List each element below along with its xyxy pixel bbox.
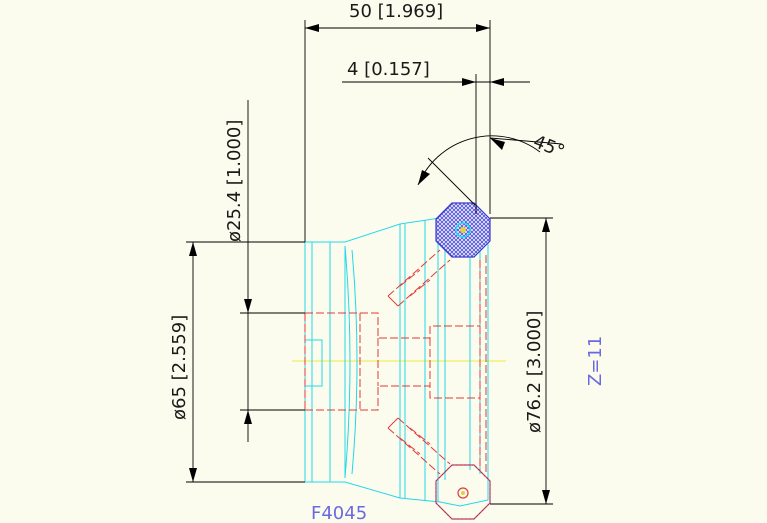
bore-hidden-lines <box>304 255 487 475</box>
dim-cutter-diameter: ø76.2 [3.000] <box>490 217 553 505</box>
dim-flange-width: 4 [0.157] <box>342 59 530 214</box>
dim-total-length-text: 50 [1.969] <box>349 1 443 22</box>
dim-bore-diameter: ø25.4 [1.000] <box>224 100 305 442</box>
dim-total-length: 50 [1.969] <box>304 1 491 242</box>
dim-hub-diameter: ø65 [2.559] <box>169 241 305 483</box>
part-number-label: F4045 <box>311 503 367 523</box>
dim-cutter-diameter-text: ø76.2 [3.000] <box>524 311 545 433</box>
dim-flange-width-text: 4 [0.157] <box>347 59 430 80</box>
dim-hub-diameter-text: ø65 [2.559] <box>169 315 190 420</box>
dim-angle-text: 45° <box>530 131 567 162</box>
cutter-body-outline <box>304 213 489 507</box>
clamp-screw-bottom <box>387 417 451 475</box>
teeth-count-label: Z=11 <box>585 336 606 386</box>
dim-bore-diameter-text: ø25.4 [1.000] <box>224 120 245 242</box>
insert-bottom <box>435 464 491 520</box>
dim-angle: 45° <box>417 131 568 206</box>
insert-top <box>435 202 491 258</box>
clamp-screw-top <box>387 249 451 307</box>
